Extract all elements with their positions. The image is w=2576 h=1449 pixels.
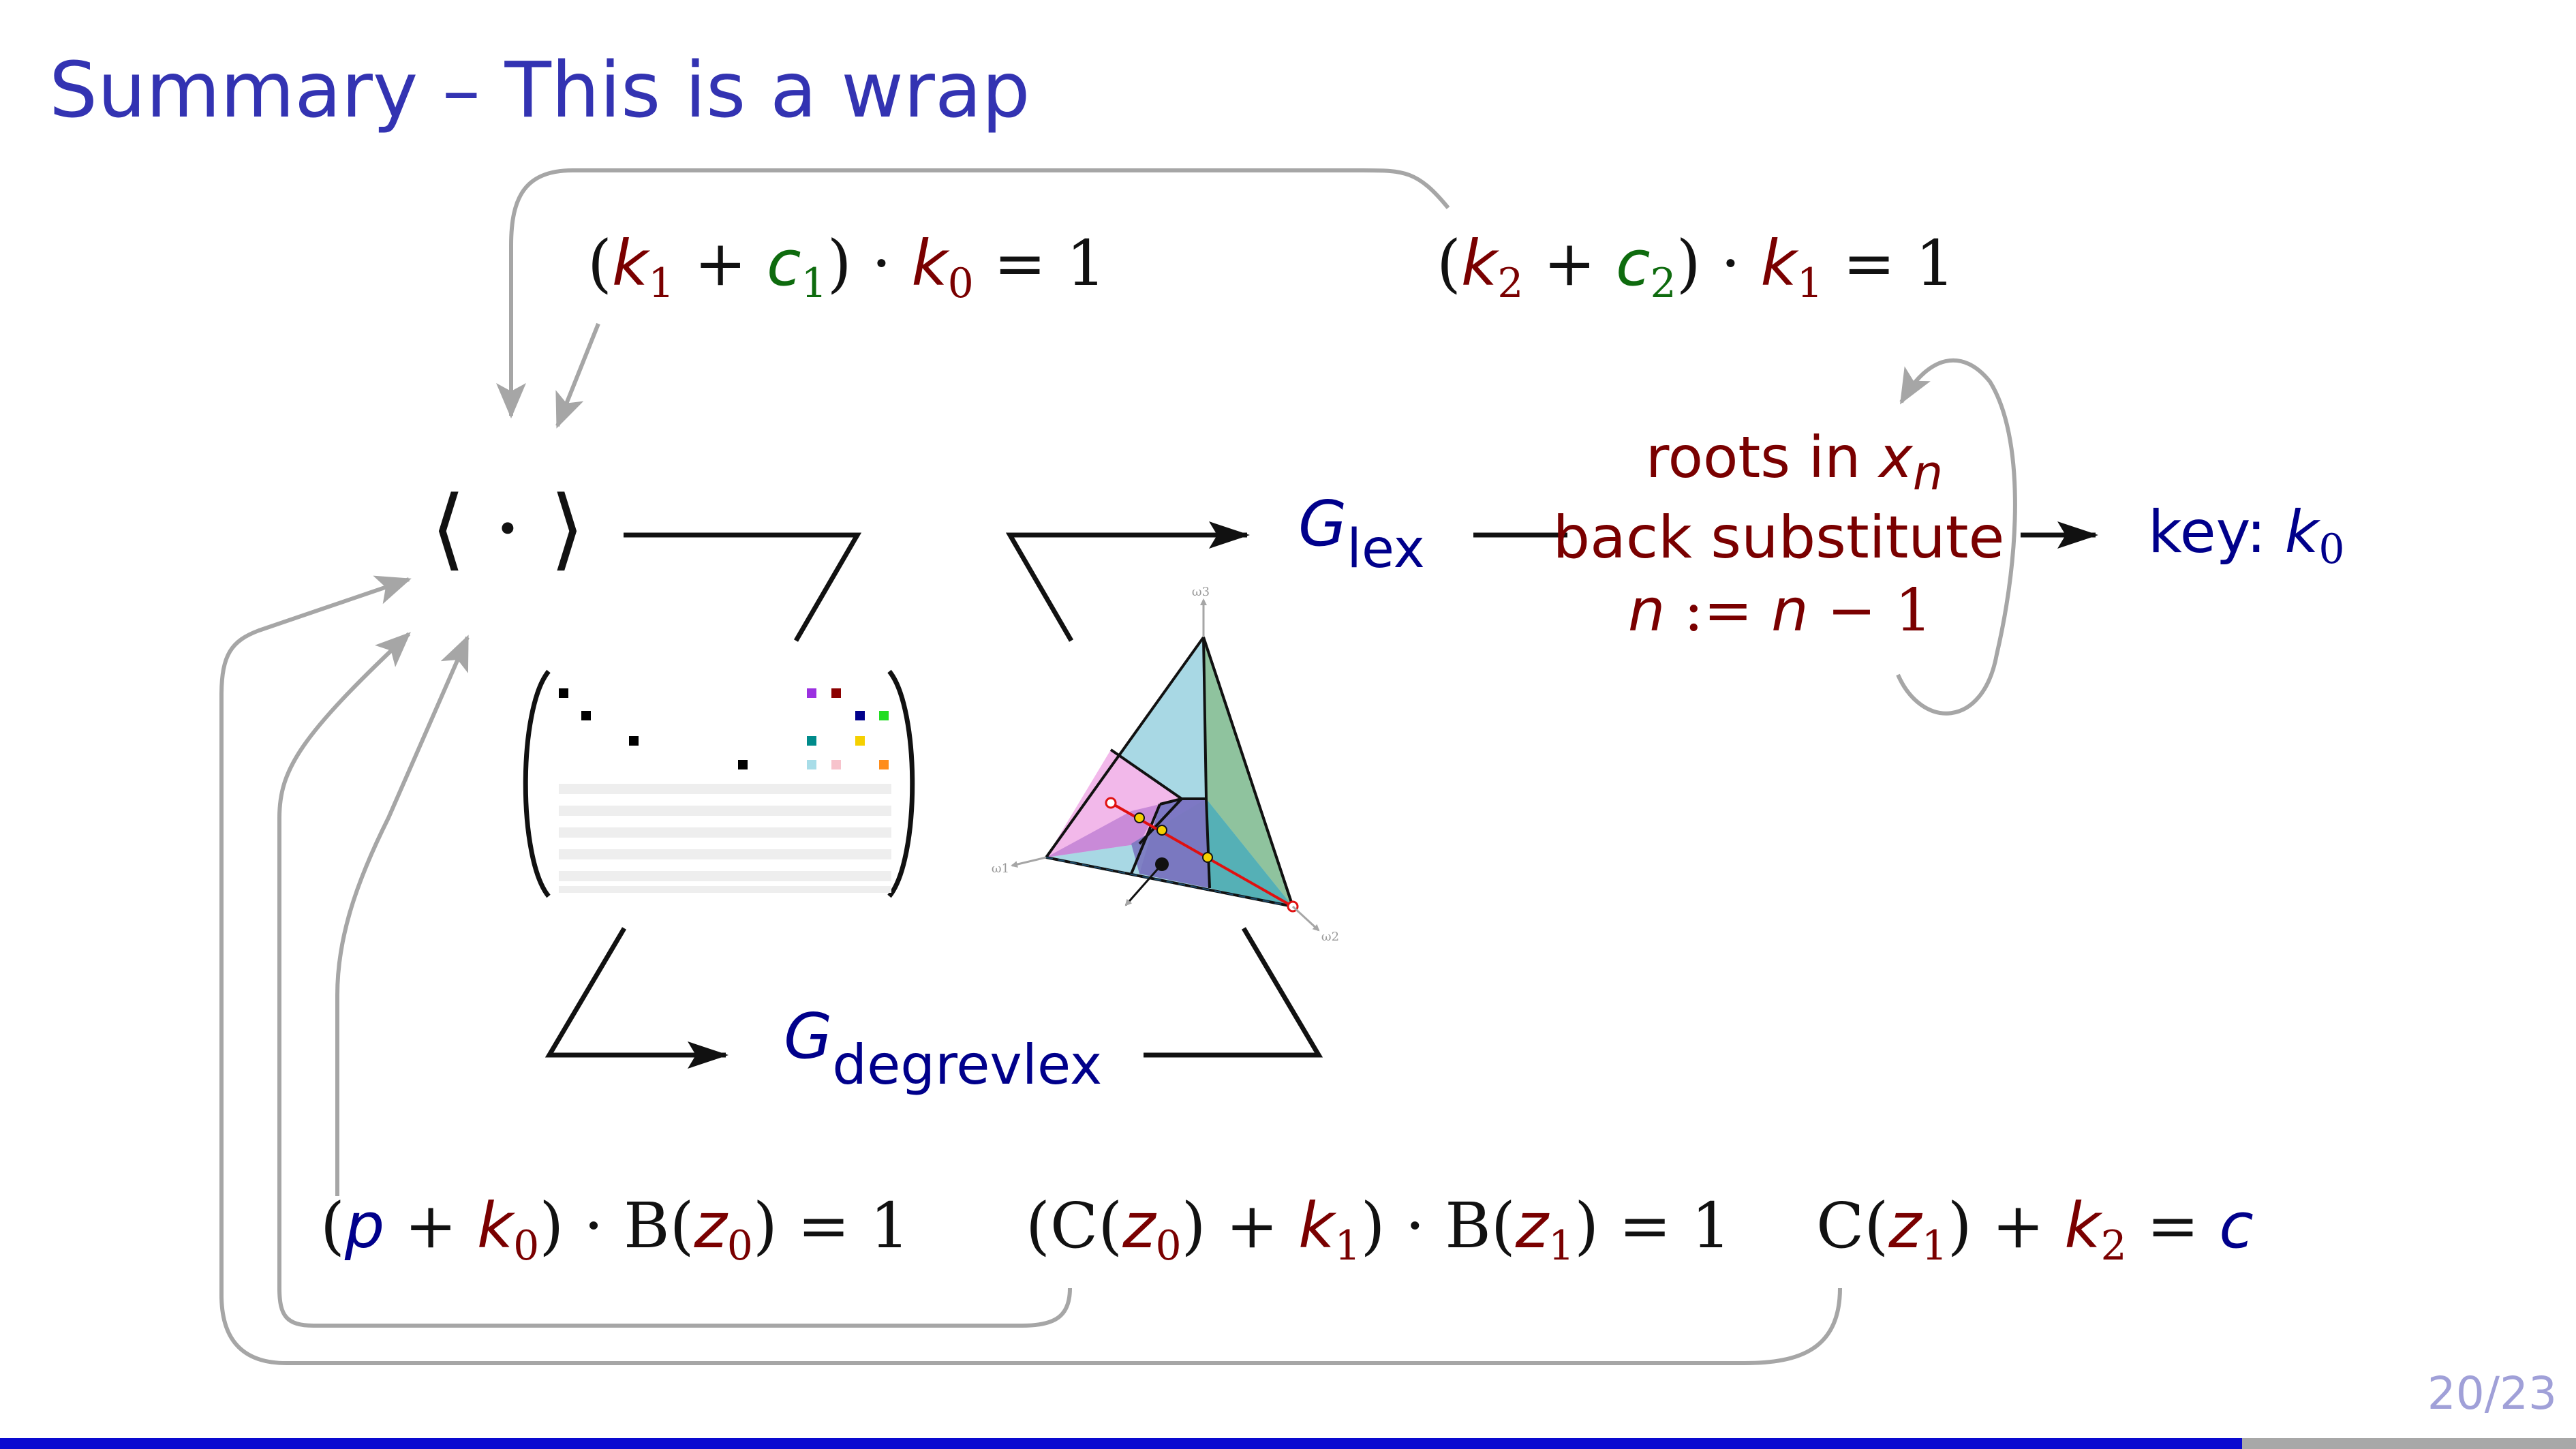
progress-bar-fill <box>0 1438 2242 1449</box>
matrix-right-bracket <box>887 669 915 898</box>
self-loop-arrow <box>1896 358 2017 716</box>
arrow-from-eq-top-2 <box>496 168 1450 418</box>
flow-bracket-to-gdeg <box>545 927 729 1069</box>
arrow-from-eq-top-1 <box>555 322 600 429</box>
g-degrevlex: Gdegrevlex <box>784 1000 1102 1097</box>
eq-bottom-3: C(z1) + k2 = c <box>1816 1189 2254 1270</box>
loop-line-roots: roots in xn <box>1646 424 1943 501</box>
loop-line-decrement: n := n − 1 <box>1628 577 1932 645</box>
flow-arrows <box>545 521 2098 1069</box>
arrow-from-eq-bottom-1 <box>335 635 470 1196</box>
page-number: 20/23 <box>2427 1367 2557 1420</box>
arrow-from-eq-bottom-3 <box>219 575 1842 1365</box>
polytope-label-top: ω3 <box>1192 585 1210 599</box>
flow-to-glex <box>1005 521 1250 642</box>
g-lex: Glex <box>1298 487 1425 580</box>
matrix-icon <box>523 669 915 898</box>
arrow-from-eq-bottom-2 <box>277 632 1072 1328</box>
polytope-icon: ω3 ω1 ω2 <box>992 585 1339 944</box>
eq-bottom-2: (C(z0) + k1) · B(z1) = 1 <box>1026 1189 1731 1270</box>
matrix-left-bracket <box>523 669 551 898</box>
slide-title: Summary – This is a wrap <box>49 46 1030 135</box>
flow-gdeg-to-polytope <box>1144 927 1323 1058</box>
feedback-arrows <box>219 168 2017 1365</box>
eq-bottom-1: (p + k0) · B(z0) = 1 <box>320 1189 910 1270</box>
progress-bar-track <box>2242 1438 2576 1449</box>
loop-line-back-substitute: back substitute <box>1553 504 2005 572</box>
ideal-node: ⟨ · ⟩ <box>431 476 584 580</box>
key-output: key: k0 <box>2148 498 2345 573</box>
eq-top-2: (k2 + c2) · k1 = 1 <box>1437 227 1955 307</box>
eq-top-1: (k1 + c1) · k0 = 1 <box>587 227 1106 307</box>
polytope-label-right: ω2 <box>1321 930 1339 944</box>
flow-ideal-to-bracket <box>624 532 862 642</box>
polytope-label-left: ω1 <box>992 861 1009 876</box>
